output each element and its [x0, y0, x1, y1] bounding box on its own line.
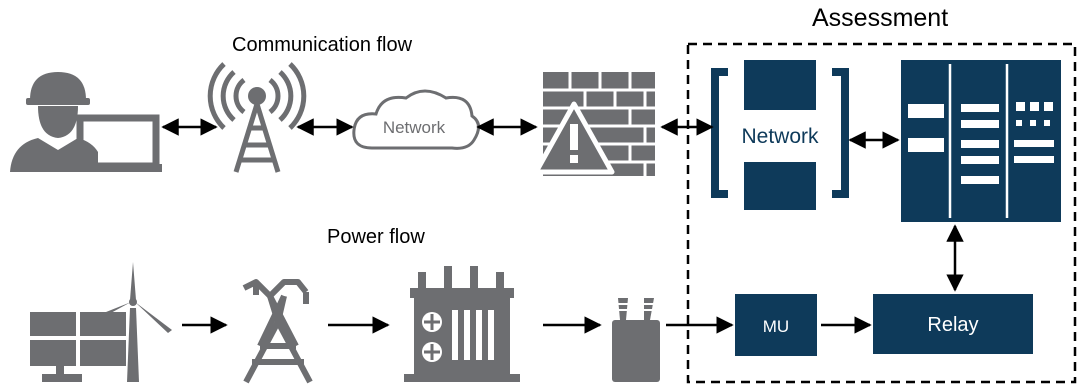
merging-unit-box	[735, 294, 817, 356]
merging-unit-label: MU	[763, 317, 789, 336]
instrument-transformer-icon	[612, 298, 660, 382]
firewall-warning-icon	[533, 72, 655, 176]
relay-label: Relay	[927, 314, 978, 336]
power-transformer-icon	[404, 266, 520, 382]
power-flow-label: Power flow	[327, 226, 425, 248]
operator-with-laptop-icon	[10, 72, 162, 172]
radio-tower-icon	[207, 62, 307, 173]
assessment-boundary	[686, 42, 1077, 384]
wind-turbine-icon	[96, 262, 172, 382]
network-switch-icon: Network	[711, 60, 849, 210]
cloud-network-label: Network	[383, 118, 446, 137]
relay-box	[873, 294, 1033, 354]
server-rack-icon	[901, 60, 1061, 222]
cloud-icon: Network	[352, 89, 480, 150]
transmission-tower-icon	[242, 279, 313, 384]
network-device-label: Network	[741, 125, 819, 148]
communication-flow-label: Communication flow	[232, 34, 413, 56]
assessment-title: Assessment	[812, 4, 949, 32]
solar-panel-icon	[30, 312, 126, 382]
